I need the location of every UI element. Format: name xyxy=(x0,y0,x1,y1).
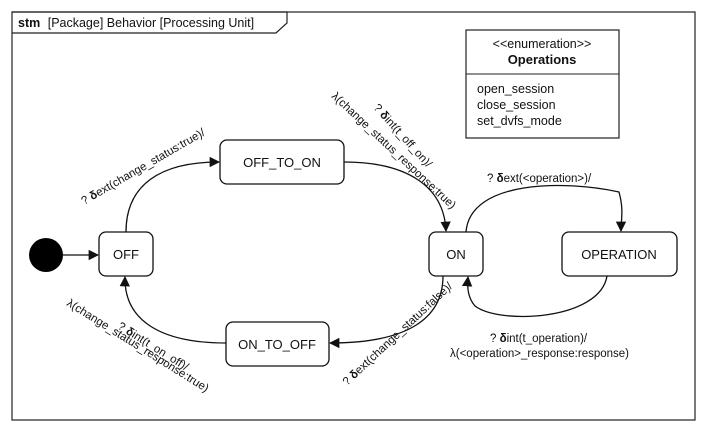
state-off-label: OFF xyxy=(113,247,139,262)
frame-title-text: [Package] Behavior [Processing Unit] xyxy=(48,16,254,30)
label-offtoon-to-on-line2: λ(change_status_response:true) xyxy=(329,90,458,211)
enumeration-box xyxy=(465,29,620,139)
frame-title: stm [Package] Behavior [Processing Unit] xyxy=(18,16,254,30)
label-off-to-offtoon: ? δext(change_status:true)/ xyxy=(80,127,208,208)
transition-off-to-offtoon xyxy=(125,156,221,233)
transition-ontooff-to-off xyxy=(119,275,227,344)
transition-on-to-ontooff xyxy=(328,275,444,349)
transition-on-to-operation xyxy=(465,184,627,233)
label-ontooff-to-off-line2: λ(change_status_response:true) xyxy=(64,297,210,395)
enumeration-block: <<enumeration>> Operations open_session … xyxy=(465,29,620,139)
label-operation-to-on-line2: λ(<operation>_response:response) xyxy=(450,348,629,360)
diagram-frame xyxy=(11,11,696,421)
enumeration-name: Operations xyxy=(508,52,577,67)
frame-keyword: stm xyxy=(18,16,40,30)
enumeration-literal: set_dvfs_mode xyxy=(477,114,562,128)
label-on-to-ontooff: ? δext(change_status:false)/ xyxy=(341,280,456,388)
state-on-label: ON xyxy=(446,247,466,262)
frame-title-tab xyxy=(12,11,288,34)
transition-offtoon-to-on xyxy=(343,161,451,233)
state-off-to-on-label: OFF_TO_ON xyxy=(243,155,321,170)
label-on-to-operation: ? δext(<operation>)/ xyxy=(487,173,592,185)
state-on-to-off-label: ON_TO_OFF xyxy=(238,337,316,352)
state-off: OFF xyxy=(98,231,154,277)
transition-operation-to-on xyxy=(461,275,608,318)
enumeration-stereotype: <<enumeration>> xyxy=(493,37,592,51)
label-operation-to-on-line1: ? δint(t_operation)/ xyxy=(490,333,588,345)
state-off-to-on: OFF_TO_ON xyxy=(219,139,345,185)
state-on: ON xyxy=(428,231,484,277)
state-on-to-off: ON_TO_OFF xyxy=(225,321,330,367)
initial-state xyxy=(29,238,63,272)
state-operation-label: OPERATION xyxy=(581,247,657,262)
enumeration-literal: close_session xyxy=(477,98,556,112)
enumeration-literal: open_session xyxy=(477,82,554,96)
state-operation: OPERATION xyxy=(561,231,678,277)
